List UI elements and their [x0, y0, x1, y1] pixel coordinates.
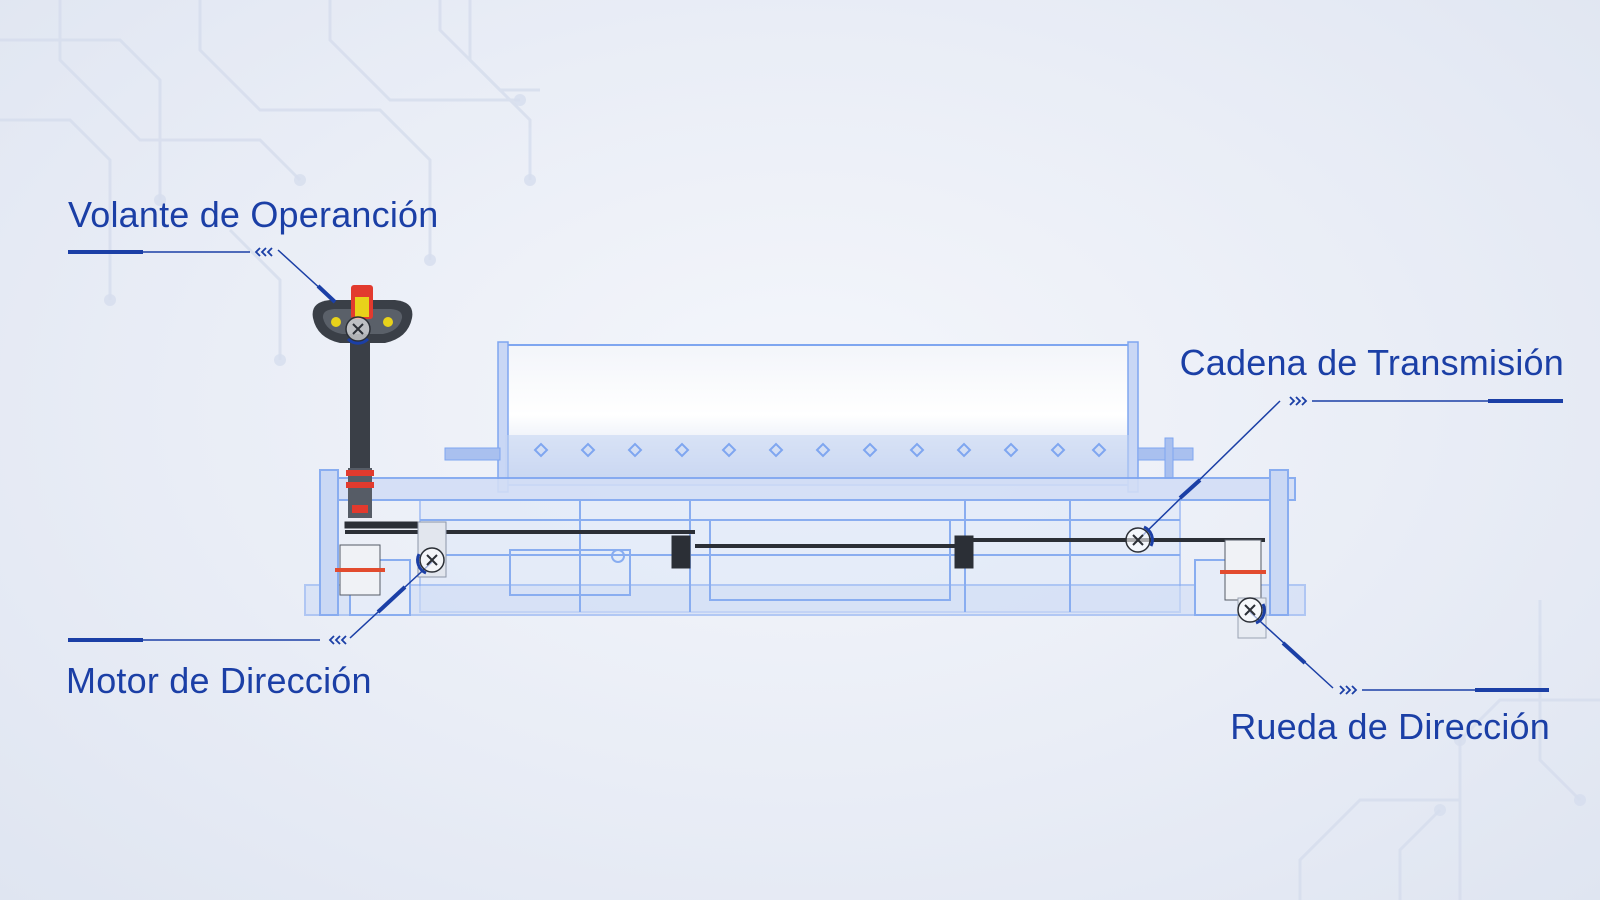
transmission-chain-line — [344, 521, 1265, 569]
operation-handle — [312, 285, 413, 518]
crosshair-target-icon — [1237, 597, 1266, 625]
chevron-triple-left-icon — [328, 635, 347, 645]
steering-wheel-unit — [1220, 539, 1267, 639]
chevron-triple-left-icon — [254, 247, 273, 257]
callout-operation-wheel: Volante de Operanción — [68, 194, 439, 235]
crosshair-target-icon — [416, 547, 445, 575]
crosshair-target-icon — [1125, 525, 1154, 553]
drum-roller — [444, 341, 1194, 493]
callout-steering-wheel: Rueda de Dirección — [1230, 706, 1550, 747]
crosshair-target-icon — [345, 316, 371, 345]
chassis-frame — [304, 469, 1306, 616]
callout-steering-motor: Motor de Dirección — [66, 660, 372, 701]
chevron-triple-right-icon — [1339, 685, 1358, 695]
callout-lines — [68, 249, 1563, 692]
chevron-triple-right-icon — [1289, 396, 1308, 406]
callout-transmission-chain: Cadena de Transmisión — [1179, 342, 1564, 383]
